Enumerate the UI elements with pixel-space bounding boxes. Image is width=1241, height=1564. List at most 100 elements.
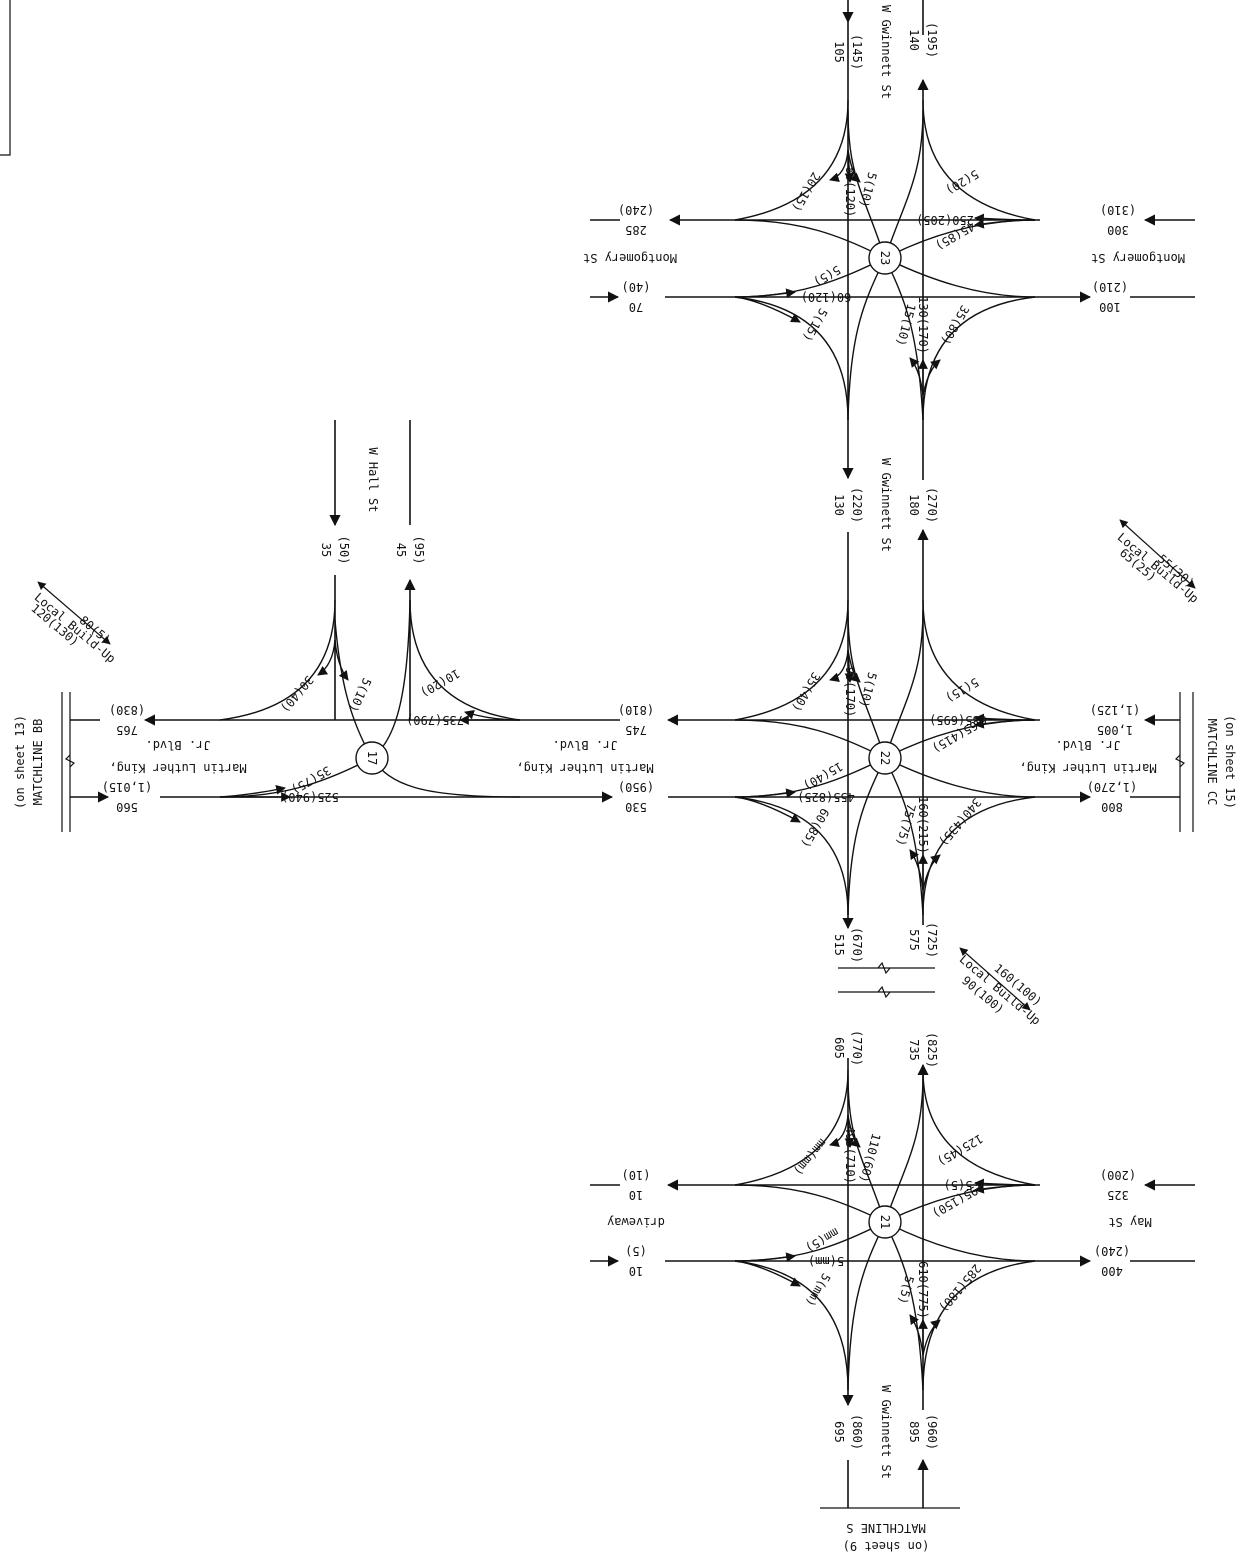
vol-drive_wb-pm: (10) — [622, 1168, 651, 1182]
buildup-arrow-3 — [959, 947, 1031, 1011]
vol-mlk_mid_eb-am: 530 — [625, 800, 647, 814]
vol-may_wb-pm: (200) — [1100, 1168, 1136, 1182]
turn-i17_sb_left: 5(10) — [346, 676, 374, 715]
street-name-may: May St — [1108, 1215, 1151, 1229]
labels-rotated-minus-90: MATCHLINE BB(on sheet 13) — [13, 715, 45, 809]
vol-mlk_far_wb-am: 765 — [116, 723, 138, 737]
turn-i22_eb_left: 15(40) — [801, 759, 846, 793]
intersection-17-marker: 17 — [355, 741, 389, 775]
turn-i17_eb_thru: 525(940) — [281, 790, 339, 804]
matchline-cc-label: MATCHLINE CC — [1205, 719, 1219, 806]
turn-i17_sb_right: 30(40) — [278, 673, 317, 715]
vol-gw_21n_sb-pm: (770) — [850, 1030, 864, 1066]
vol-drive_wb-am: 10 — [629, 1188, 643, 1202]
turn-i23_nb_thru: 130(170) — [916, 296, 930, 354]
turn-i21_sb_left: 110(60) — [857, 1132, 884, 1184]
turn-i22_eb_right: 60(85) — [798, 806, 832, 851]
vol-mont_right_wb-pm: (310) — [1100, 203, 1136, 217]
turn-i23_wb_right: 5(20) — [943, 167, 981, 197]
turn-i22_nb_right: 340(435) — [936, 795, 984, 848]
turn-i21_eb_left: mm(5) — [803, 1225, 841, 1255]
street-name-mlk-2-right: Jr. Blvd. — [1055, 738, 1120, 752]
turn-i17_wb_right: 10(20) — [418, 666, 463, 700]
vol-gw_22s_sb-am: 515 — [832, 934, 846, 956]
vol-may_eb-am: 400 — [1101, 1264, 1123, 1278]
turn-i22_nb_thru: 160(215) — [916, 796, 930, 854]
vol-hall_nb-pm: (95) — [412, 536, 426, 565]
vol-mont_right_wb-am: 300 — [1107, 223, 1129, 237]
break-zigzag-1 — [877, 961, 891, 975]
intersection-21-marker: 21 — [868, 1205, 902, 1239]
turn-i21_nb_thru: 610(775) — [916, 1261, 930, 1319]
intersection-21-id: 21 — [878, 1215, 892, 1229]
vol-gw_top_nb-pm: (195) — [925, 22, 939, 58]
vol-drive_eb-am: 10 — [629, 1264, 643, 1278]
vol-may_wb-am: 325 — [1107, 1188, 1129, 1202]
vol-mlk_mid_eb-pm: (950) — [618, 780, 654, 794]
vol-mont_right_eb-pm: (210) — [1092, 280, 1128, 294]
vol-gw_21n_nb-pm: (825) — [925, 1032, 939, 1068]
street-name-mlk-2-mid: Jr. Blvd. — [552, 738, 617, 752]
turn-i23_nb_right: 35(80) — [938, 303, 972, 348]
turn-i23_wb_thru: 250(205) — [916, 213, 974, 227]
vol-gw_bot_nb-am: 895 — [907, 1421, 921, 1443]
vol-mlk_mid_wb-am: 745 — [625, 723, 647, 737]
matchline-cc-zigzag — [1174, 754, 1186, 768]
vol-drive_eb-pm: (5) — [625, 1244, 647, 1258]
turn-i21_sb_right: mm(mm) — [791, 1136, 830, 1178]
intersection-22-id: 22 — [878, 751, 892, 765]
buildup-arrow-1 — [37, 581, 111, 645]
street-name-montgomery-right: Montgomery St — [1091, 251, 1185, 265]
turn-i21_sb_thru: 495(710) — [843, 1126, 857, 1184]
turn-i17_wb_thru: 735(790) — [406, 713, 464, 727]
vol-gw_21n_nb-am: 735 — [907, 1039, 921, 1061]
turn-i23_eb_left: 5(5) — [811, 263, 843, 290]
vol-may_eb-pm: (240) — [1094, 1244, 1130, 1258]
turn-i21_nb_right: 285(180) — [936, 1261, 984, 1314]
street-name-gwinnett-mid: W Gwinnett St — [879, 458, 893, 552]
matchline-bb-zigzag — [64, 754, 76, 768]
buildup-1-label: Local Build-Up — [32, 590, 118, 666]
turn-i22_sb_right: 35(40) — [789, 670, 823, 715]
vol-gw_22s_nb-am: 575 — [907, 929, 921, 951]
sheet-border — [0, 0, 11, 156]
vol-mlk_mid_wb-pm: (810) — [618, 703, 654, 717]
vol-hall_sb-pm: (50) — [337, 536, 351, 565]
vol-mlk_right_eb-pm: (1,270) — [1087, 780, 1138, 794]
turn-i21_eb_right: 5(mm) — [803, 1271, 833, 1309]
street-name-mlk-1-left: Martin Luther King, — [109, 761, 246, 775]
intersection-22-marker: 22 — [868, 741, 902, 775]
turn-i22_eb_thru: 455(825) — [797, 790, 855, 804]
vol-gw_top_sb-am: 105 — [832, 41, 846, 63]
break-zigzag-2 — [877, 985, 891, 999]
vol-gw_21n_sb-am: 605 — [832, 1037, 846, 1059]
matchline-s-label: MATCHLINE S — [846, 1521, 925, 1535]
turn-arrowheads — [219, 149, 1036, 1356]
vol-gw_bot_sb-am: 695 — [832, 1421, 846, 1443]
street-name-montgomery-left: Montgomery St — [583, 251, 677, 265]
vol-mont_left_eb-pm: (40) — [622, 280, 651, 294]
street-name-gwinnett-top: W Gwinnett St — [879, 5, 893, 99]
street-name-hall: W Hall St — [366, 447, 380, 512]
vol-mlk_far_eb-pm: (1,015) — [102, 780, 153, 794]
turn-i23_eb_thru: 60(120) — [801, 290, 852, 304]
turn-i22_wb_right: 5(15) — [943, 675, 981, 705]
turn-i23_sb_thru: 80(120) — [843, 167, 857, 218]
turn-i22_wb_thru: 635(695) — [929, 713, 987, 727]
street-name-gwinnett-bottom: W Gwinnett St — [879, 1385, 893, 1479]
vol-gw_22s_nb-pm: (725) — [925, 922, 939, 958]
vol-mont_right_eb-am: 100 — [1099, 300, 1121, 314]
street-name-mlk-1-mid: Martin Luther King, — [516, 761, 653, 775]
vol-mont_left_wb-pm: (240) — [618, 203, 654, 217]
matchline-cc-sheet: (on sheet 15) — [1223, 715, 1237, 809]
turn-i23_sb_right: 20(15) — [789, 170, 823, 215]
labels-rotated-180: (240)285(40)70(310)300(210)100(830)765(1… — [102, 203, 1185, 1553]
street-name-mlk-1-right: Martin Luther King, — [1019, 761, 1156, 775]
vol-gw_mid_nb-pm: (270) — [925, 487, 939, 523]
matchline-s-sheet: (on sheet 9) — [843, 1539, 930, 1553]
vol-gw_top_sb-pm: (145) — [850, 34, 864, 70]
buildup-2-label: Local Build-Up — [1115, 530, 1201, 606]
turn-i21_eb_thru: 5(mm) — [808, 1254, 844, 1268]
vol-gw_bot_nb-pm: (960) — [925, 1414, 939, 1450]
turn-i22_sb_thru: 90(170) — [843, 667, 857, 718]
